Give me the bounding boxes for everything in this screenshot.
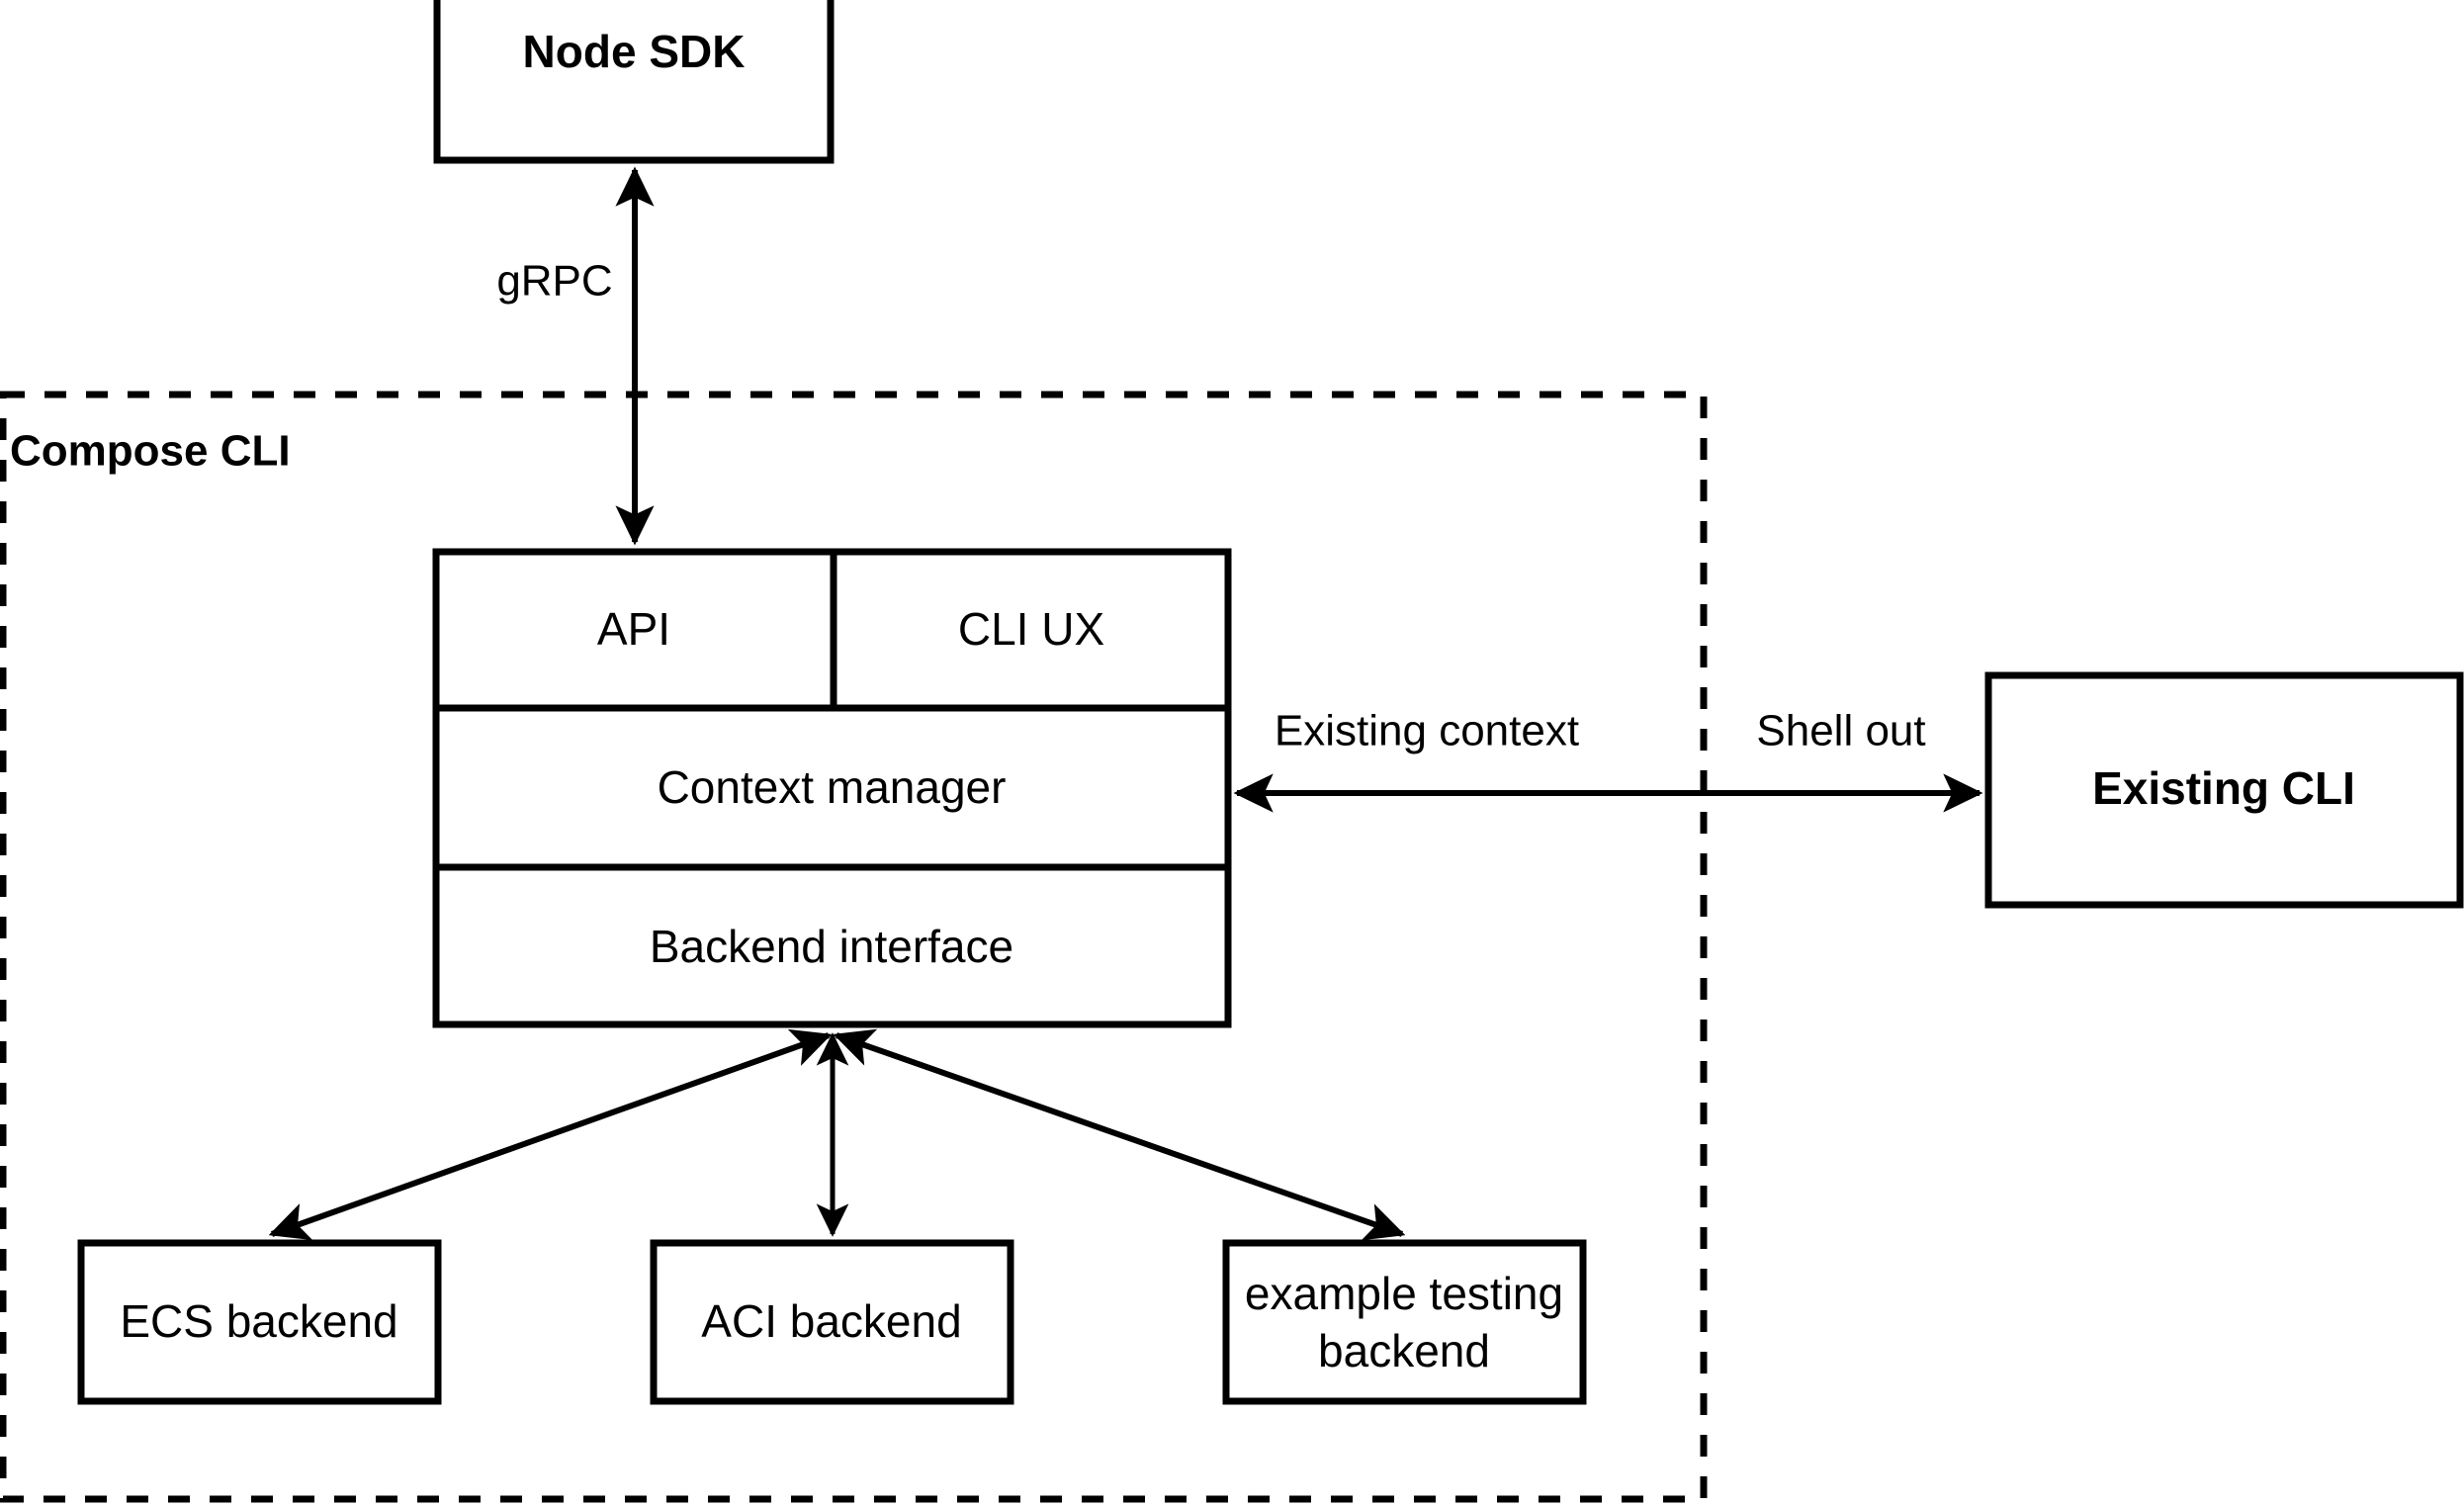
aci-backend-box[interactable] (650, 1239, 1014, 1405)
example-testing-backend-label-line2: backend (1318, 1325, 1490, 1376)
backend-to-example-edge (833, 1028, 1406, 1241)
existing-cli-label: Existing CLI (2092, 762, 2355, 814)
node-sdk-box[interactable] (433, 0, 835, 164)
example-testing-backend-label-line1: example testing (1245, 1268, 1563, 1319)
backend-to-ecs-edge (268, 1028, 833, 1241)
compose-cli-group-label: Compose CLI (10, 427, 291, 476)
shell-out-label: Shell out (1756, 707, 1925, 755)
ecs-backend-box[interactable] (77, 1239, 442, 1405)
ecs-backend-label: ECS backend (120, 1295, 397, 1347)
example-testing-backend-box[interactable] (1222, 1239, 1587, 1405)
node-sdk-label: Node SDK (523, 26, 746, 77)
existing-cli-box[interactable] (1984, 671, 2464, 909)
backend-interface-label: Backend interface (650, 921, 1013, 972)
grpc-edge-label: gRPC (496, 257, 612, 306)
existing-context-label: Existing context (1275, 707, 1579, 755)
aci-backend-label: ACI backend (701, 1295, 961, 1347)
api-label: API (597, 603, 670, 655)
compose-cli-group-border (0, 391, 1708, 1503)
context-manager-label: Context manager (658, 761, 1007, 813)
cli-ux-label: CLI UX (958, 603, 1104, 655)
